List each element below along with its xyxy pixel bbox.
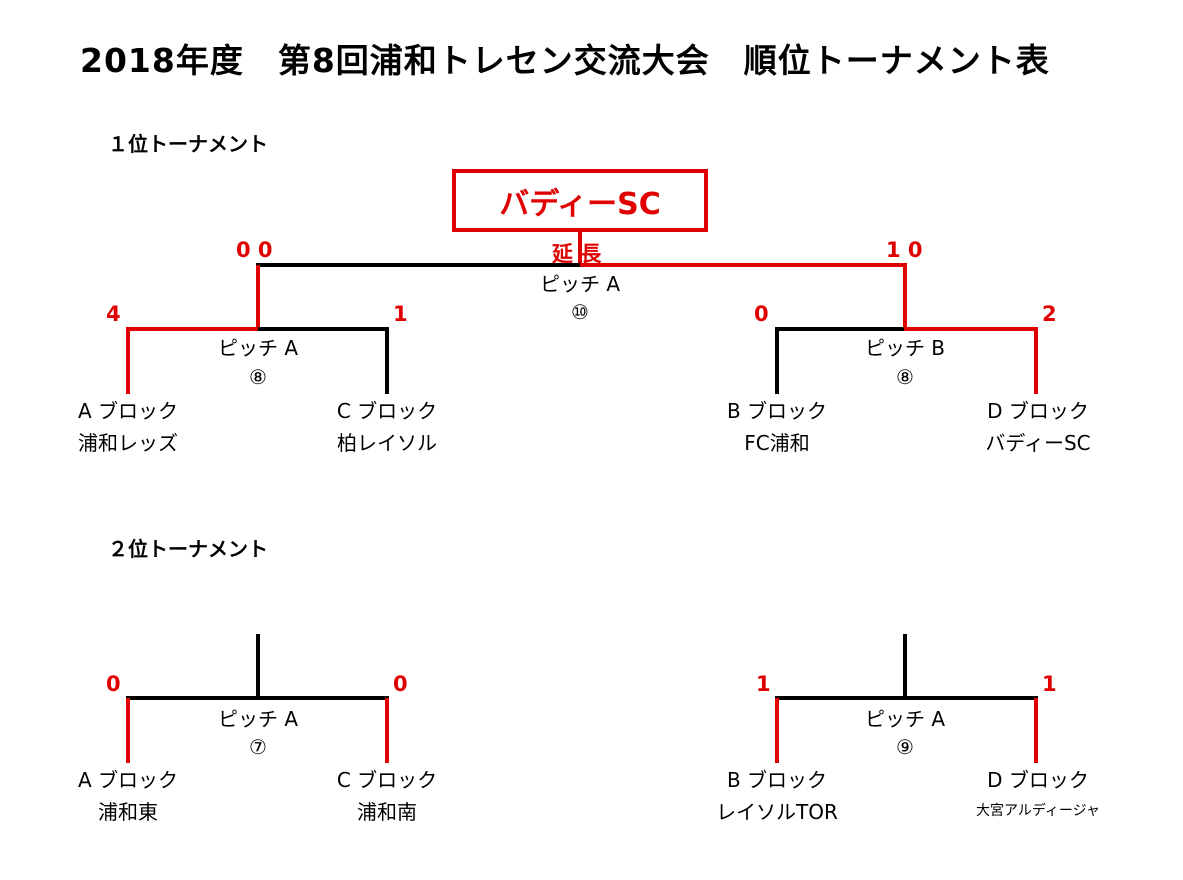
match-left-stem — [256, 634, 260, 698]
match-right-bar — [775, 696, 1038, 700]
final-right-bar — [580, 263, 907, 267]
team-name: FC浦和 — [744, 431, 810, 455]
semi-right-score-d: 2 — [1042, 302, 1057, 326]
semi-left-team-c-line — [385, 329, 389, 394]
match-left-score-c: 0 — [393, 672, 408, 696]
match-right-match-no: ⑨ — [896, 735, 914, 759]
match-left-team-c-line — [385, 698, 389, 763]
champion-box: バディーSC — [452, 169, 708, 232]
final-score-left: 0 0 — [236, 238, 273, 262]
semi-right-bar-winner — [904, 327, 1038, 331]
final-match-no: ⑩ — [571, 300, 589, 324]
team-name: 浦和東 — [98, 800, 158, 824]
champion-name: バディーSC — [499, 186, 661, 222]
team-block-label: B ブロック — [726, 399, 828, 423]
match-left-bar — [126, 696, 389, 700]
final-left-bar — [256, 263, 580, 267]
final-right-riser — [903, 265, 907, 330]
semi-left-score-a: 4 — [106, 302, 121, 326]
semi-right-pitch: ピッチ B — [864, 336, 946, 360]
match-left-team-a-line — [126, 698, 130, 763]
team-block-label: C ブロック — [336, 399, 438, 423]
final-pitch: ピッチ A — [539, 272, 621, 296]
semi-left-score-c: 1 — [393, 302, 408, 326]
match-right-score-b: 1 — [756, 672, 771, 696]
team-name: レイソルTOR — [716, 800, 838, 824]
team-block-label: A ブロック — [77, 768, 179, 792]
semi-right-score-b: 0 — [754, 302, 769, 326]
team-block-label: D ブロック — [987, 399, 1089, 423]
match-right-stem — [903, 634, 907, 698]
final-left-riser — [256, 265, 260, 330]
semi-left-pitch: ピッチ A — [217, 336, 299, 360]
match-left-match-no: ⑦ — [249, 735, 267, 759]
semi-left-team-a-line — [126, 329, 130, 394]
semi-left-bar-loser — [258, 327, 389, 331]
match-left-pitch: ピッチ A — [217, 707, 299, 731]
final-score-right: 1 0 — [886, 238, 923, 262]
semi-left-match-no: ⑧ — [249, 365, 267, 389]
match-left-score-a: 0 — [106, 672, 121, 696]
semi-right-team-d-line — [1034, 329, 1038, 394]
team-block-label: A ブロック — [77, 399, 179, 423]
match-right-team-b-line — [775, 698, 779, 763]
final-extra-time: 延 長 — [552, 242, 602, 266]
team-name: 大宮アルディージャ — [976, 803, 1100, 819]
first-tournament-heading: １位トーナメント — [108, 132, 268, 156]
match-right-pitch: ピッチ A — [864, 707, 946, 731]
semi-left-bar-winner — [126, 327, 260, 331]
team-block-label: B ブロック — [726, 768, 828, 792]
team-name: バディーSC — [985, 431, 1091, 455]
page-title: 2018年度 第8回浦和トレセン交流大会 順位トーナメント表 — [80, 41, 1050, 80]
team-block-label: C ブロック — [336, 768, 438, 792]
semi-right-bar-loser — [775, 327, 906, 331]
team-name: 柏レイソル — [337, 431, 437, 455]
team-name: 浦和南 — [357, 800, 417, 824]
team-block-label: D ブロック — [987, 768, 1089, 792]
match-right-team-d-line — [1034, 698, 1038, 763]
final-champion-line — [578, 231, 582, 267]
semi-right-match-no: ⑧ — [896, 365, 914, 389]
second-tournament-heading: ２位トーナメント — [108, 537, 268, 561]
team-name: 浦和レッズ — [78, 431, 178, 455]
semi-right-team-b-line — [775, 329, 779, 394]
match-right-score-d: 1 — [1042, 672, 1057, 696]
